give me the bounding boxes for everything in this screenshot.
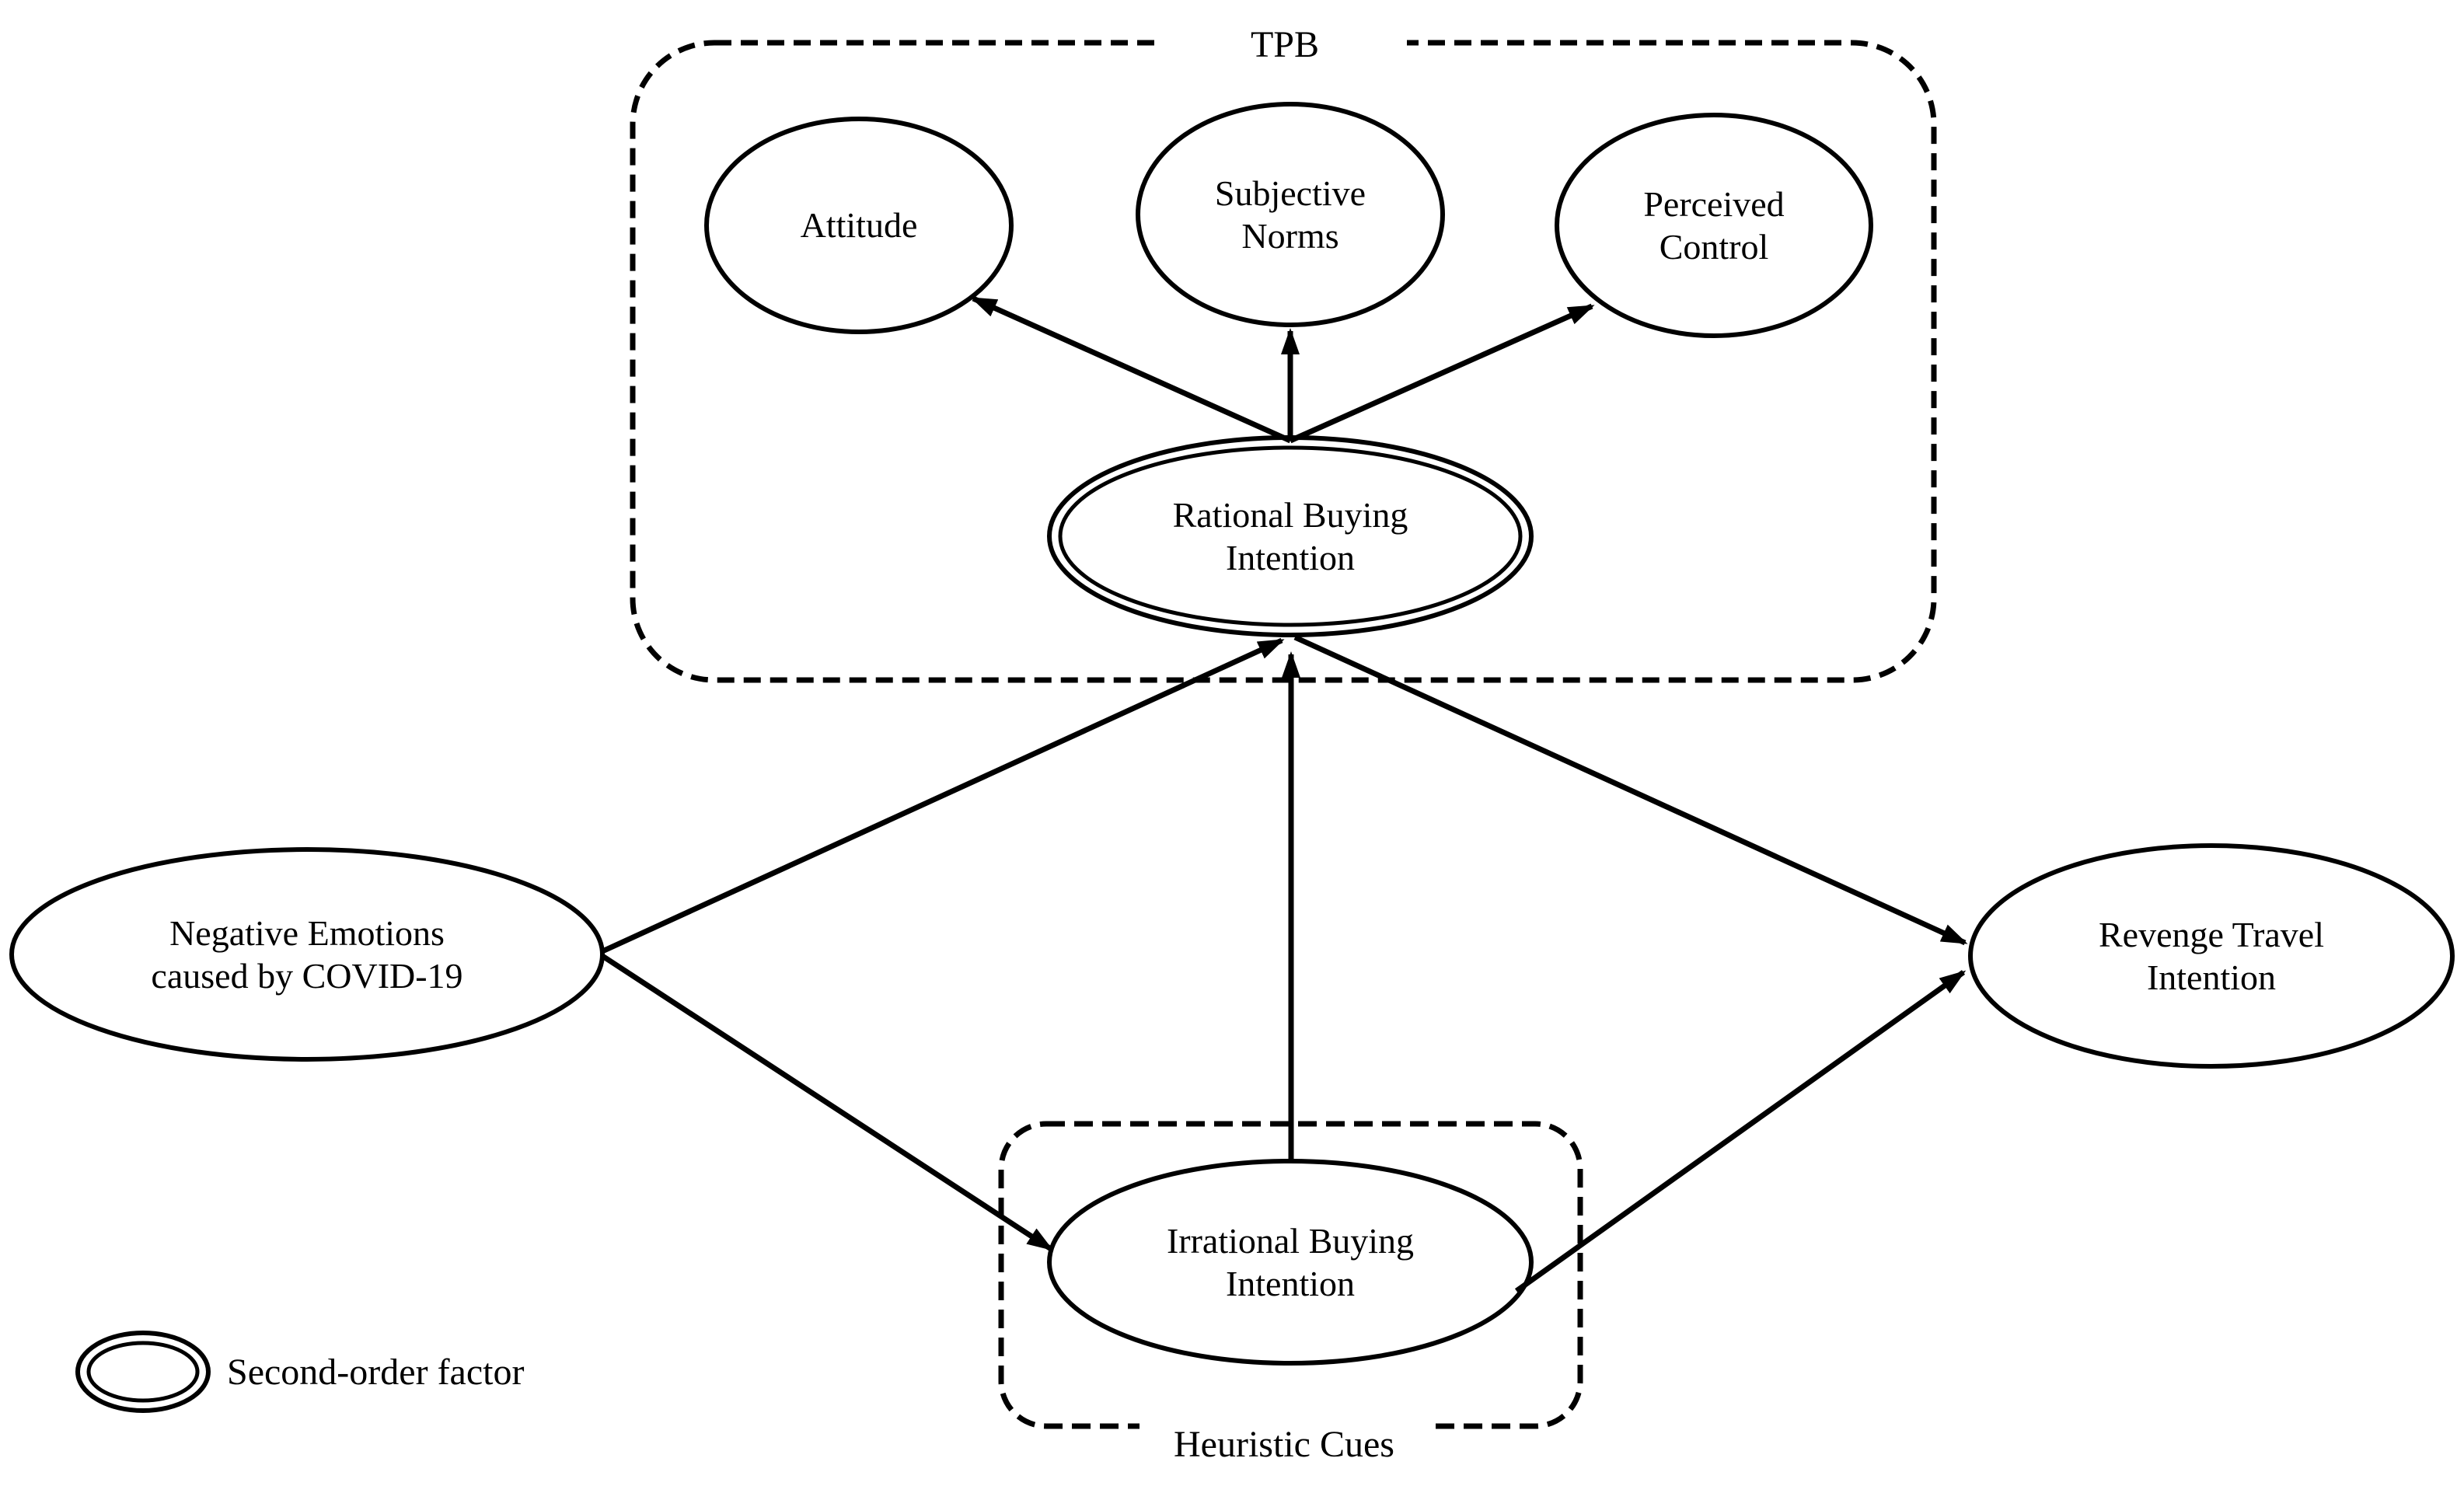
negative-emotions-node — [9, 847, 605, 1062]
subjective-norms-node — [1136, 102, 1445, 327]
irrational-buying-intention-label-line2: Intention — [1226, 1264, 1355, 1303]
revenge-travel-intention-label-line1: Revenge Travel — [2099, 915, 2324, 954]
second-order-factor-icon-inner-ring — [86, 1341, 200, 1403]
irrational-buying-intention-node — [1047, 1159, 1534, 1366]
edge-rational-to-revenge — [1293, 634, 1968, 946]
edge-irrational-to-revenge — [1514, 970, 1967, 1293]
perceived-control-label-line2: Control — [1660, 227, 1769, 267]
subjective-norms-label-line2: Norms — [1241, 216, 1338, 256]
second-order-factor-icon — [75, 1331, 211, 1413]
negative-emotions-label-line1: Negative Emotions — [169, 913, 445, 953]
edge-rational-to-perceived-control — [1289, 303, 1595, 444]
heuristic-cues-group-label: Heuristic Cues — [1174, 1424, 1394, 1465]
perceived-control-label-line1: Perceived — [1643, 184, 1784, 224]
attitude-node — [704, 117, 1014, 334]
legend-label: Second-order factor — [227, 1352, 524, 1393]
edge-negative-emotions-to-rational — [601, 637, 1285, 954]
rational-buying-intention-node — [1047, 435, 1534, 637]
rational-buying-intention-label-line1: Rational Buying — [1173, 495, 1408, 535]
tpb-label-gap — [1163, 16, 1407, 70]
revenge-travel-intention-node — [1968, 843, 2455, 1069]
tpb-group-label: TPB — [1251, 24, 1319, 65]
edge-rational-to-attitude — [970, 295, 1292, 444]
rational-buying-intention-inner-ring — [1058, 445, 1523, 627]
subjective-norms-label-line1: Subjective — [1215, 173, 1366, 213]
perceived-control-node — [1555, 113, 1873, 338]
rational-buying-intention-label-line2: Intention — [1226, 538, 1355, 577]
negative-emotions-label-line2: caused by COVID-19 — [151, 956, 462, 996]
revenge-travel-intention-label-line2: Intention — [2147, 958, 2276, 997]
edge-negative-emotions-to-irrational — [601, 954, 1054, 1251]
attitude-label: Attitude — [801, 205, 918, 245]
legend: Second-order factor — [75, 1331, 524, 1413]
heuristic-cues-label-gap — [1140, 1399, 1432, 1453]
irrational-buying-intention-label-line1: Irrational Buying — [1167, 1221, 1414, 1261]
